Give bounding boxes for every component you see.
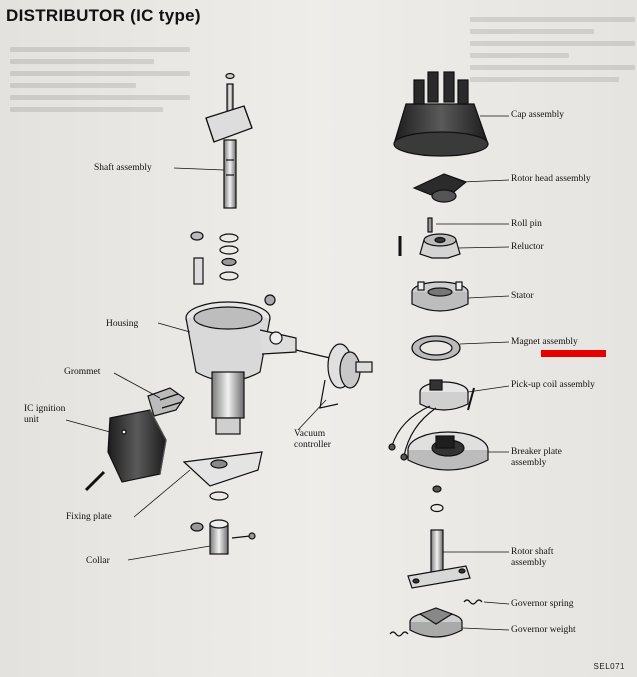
breaker-plate-part bbox=[407, 431, 489, 471]
label-stator: Stator bbox=[511, 291, 534, 301]
label-governor-spring: Governor spring bbox=[511, 599, 574, 609]
label-collar: Collar bbox=[86, 556, 110, 566]
label-vacuum-controller: Vacuum controller bbox=[294, 429, 331, 450]
label-magnet-assembly: Magnet assembly bbox=[511, 337, 578, 347]
label-breaker-plate-assembly: Breaker plate assembly bbox=[511, 447, 562, 468]
washer-left-icon bbox=[190, 231, 204, 241]
washer-icon bbox=[219, 233, 239, 243]
label-roll-pin: Roll pin bbox=[511, 219, 542, 229]
leader-lines bbox=[65, 115, 510, 631]
background-text-right bbox=[470, 10, 635, 650]
stator-part bbox=[411, 281, 469, 312]
label-rotor-head-assembly: Rotor head assembly bbox=[511, 174, 591, 184]
housing-part bbox=[185, 294, 297, 435]
fixing-plate-part bbox=[182, 451, 263, 487]
label-pickup-coil-assembly: Pick-up coil assembly bbox=[511, 380, 595, 390]
governor-spring-icon bbox=[463, 599, 483, 605]
red-highlight-bar bbox=[541, 350, 606, 357]
label-cap-assembly: Cap assembly bbox=[511, 110, 565, 120]
rotor-head-part bbox=[412, 173, 468, 203]
label-fixing-plate: Fixing plate bbox=[66, 512, 112, 522]
label-ic-ignition-unit: IC ignition unit bbox=[24, 404, 66, 425]
grommet-part bbox=[147, 387, 185, 417]
label-housing: Housing bbox=[106, 319, 139, 329]
page-title: DISTRIBUTOR (IC type) bbox=[6, 6, 201, 25]
shaft-assembly-part bbox=[205, 72, 253, 209]
label-shaft-assembly: Shaft assembly bbox=[94, 163, 152, 173]
pickup-coil-part bbox=[388, 379, 475, 461]
cap-assembly-part bbox=[393, 71, 489, 157]
ic-ignition-unit-part bbox=[107, 409, 167, 483]
label-governor-weight: Governor weight bbox=[511, 625, 576, 635]
collar-part bbox=[190, 519, 256, 555]
spacer-icon bbox=[193, 257, 204, 285]
reference-code: SEL071 bbox=[593, 662, 625, 671]
screw-icon bbox=[84, 470, 106, 492]
governor-weight-part bbox=[409, 607, 463, 638]
magnet-assembly-part bbox=[411, 335, 461, 361]
rotor-shaft-part bbox=[407, 529, 471, 589]
reluctor-part bbox=[419, 233, 461, 259]
vacuum-controller-part bbox=[295, 343, 373, 409]
background-text-left bbox=[10, 40, 190, 640]
label-rotor-shaft-assembly: Rotor shaft assembly bbox=[511, 547, 554, 568]
label-grommet: Grommet bbox=[64, 367, 101, 377]
governor-spring-icon bbox=[389, 631, 409, 637]
washer-icon bbox=[219, 245, 239, 255]
label-reluctor: Reluctor bbox=[511, 242, 544, 252]
roll-pin-part bbox=[427, 217, 433, 233]
